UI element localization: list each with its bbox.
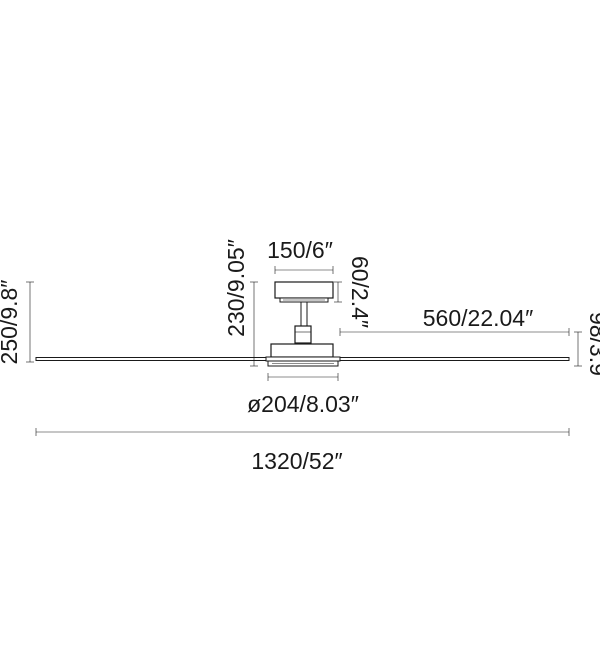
label-canopy-diameter: 150/6″	[267, 237, 333, 263]
label-right-height: 98/3.9″	[585, 312, 600, 384]
dim-motor-diameter: ø204/8.03″	[247, 373, 359, 417]
downrod	[294, 301, 312, 344]
ceiling-canopy	[274, 281, 334, 303]
fan-blades	[35, 357, 570, 361]
motor-housing	[265, 343, 341, 367]
dim-blade-length: 560/22.04″	[339, 305, 570, 336]
dim-canopy-diameter: 150/6″	[267, 237, 334, 274]
label-blade-length: 560/22.04″	[423, 305, 533, 331]
dim-overall-diameter: 1320/52″	[35, 428, 570, 474]
dim-right-height: 98/3.9″	[574, 312, 600, 384]
label-left-height: 250/9.8″	[0, 280, 22, 365]
label-motor-diameter: ø204/8.03″	[247, 391, 359, 417]
label-overall-diameter: 1320/52″	[251, 448, 342, 474]
label-canopy-height: 60/2.4″	[347, 256, 373, 328]
label-total-height: 230/9.05″	[223, 239, 249, 337]
dim-canopy-height: 60/2.4″	[334, 256, 373, 328]
dim-left-height: 250/9.8″	[0, 280, 34, 365]
dim-total-height: 230/9.05″	[223, 239, 258, 367]
